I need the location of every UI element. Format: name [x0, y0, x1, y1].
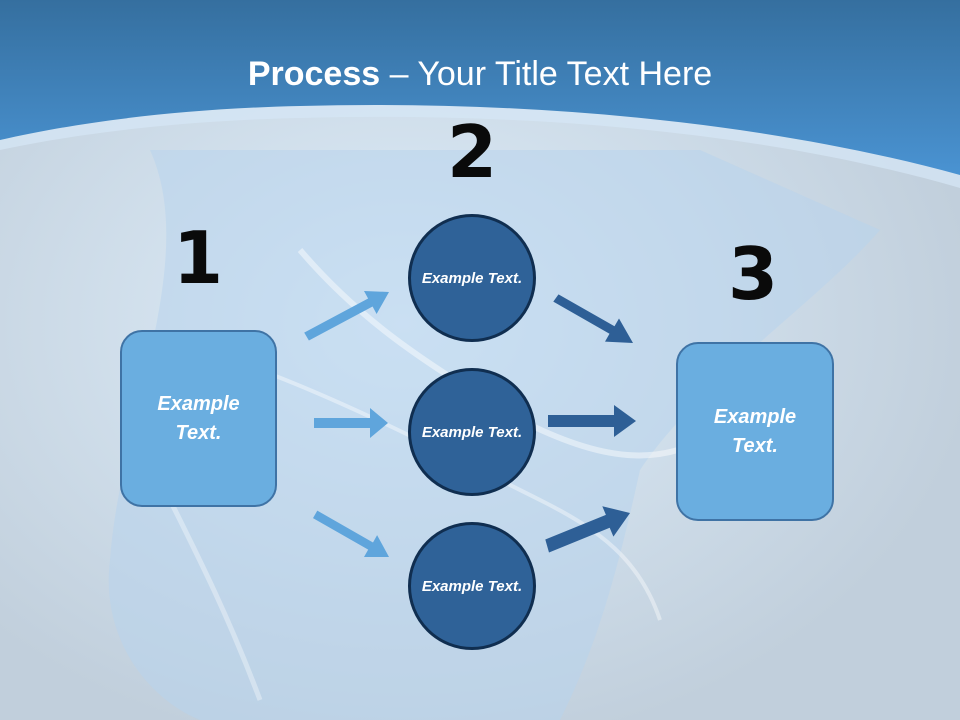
step-2-circle-top: Example Text. [408, 214, 536, 342]
arrow-middle-to-3 [548, 405, 636, 437]
arrow-1-to-middle [314, 408, 388, 438]
title-rest: – Your Title Text Here [380, 55, 713, 93]
step-3-text: Example Text. [713, 405, 797, 457]
arrow-top-to-3 [553, 294, 633, 343]
step-2-text-middle: Example Text. [421, 423, 523, 441]
step-1-box: Example Text. [120, 330, 277, 507]
title-strong: Process [247, 55, 381, 93]
step-2-circle-bottom: Example Text. [408, 522, 536, 650]
step-1-number: 1 [172, 216, 224, 300]
step-3-number: 3 [727, 232, 779, 316]
step-2-circle-middle: Example Text. [408, 368, 536, 496]
step-1-text: Example Text. [157, 392, 240, 444]
arrow-1-to-top [304, 291, 389, 341]
step-2-text-top: Example Text. [421, 269, 523, 287]
step-3-box: Example Text. [676, 342, 834, 521]
step-2-text-bottom: Example Text. [421, 577, 523, 595]
arrow-1-to-bottom [313, 510, 389, 557]
arrow-bottom-to-3 [545, 506, 630, 553]
slide-title: Process – Your Title Text Here [0, 52, 960, 96]
step-2-number: 2 [446, 110, 498, 194]
